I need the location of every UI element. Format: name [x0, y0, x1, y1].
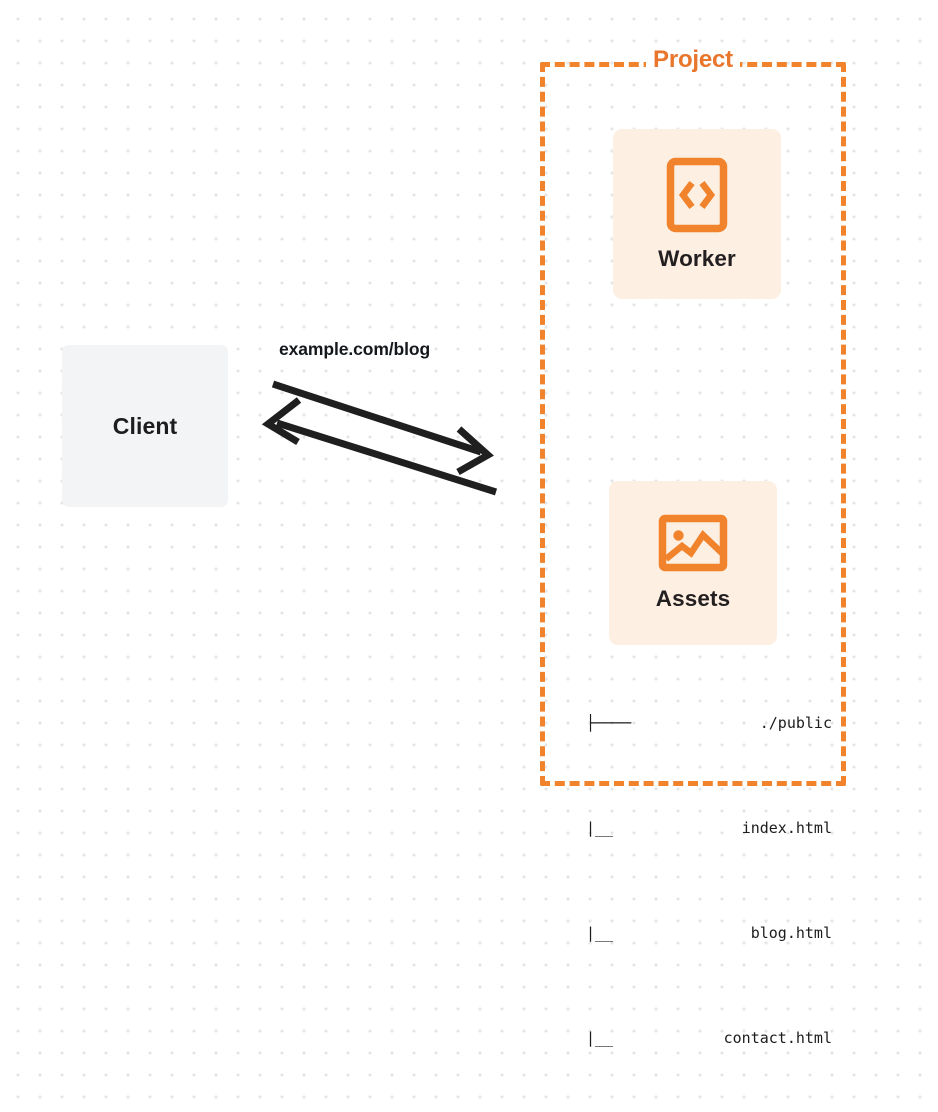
- tree-file-name: contact.html: [723, 1029, 832, 1047]
- assets-label: Assets: [655, 586, 731, 611]
- tree-branch: ├────: [586, 714, 632, 732]
- client-node[interactable]: Client: [62, 345, 228, 507]
- connection-label: example.com/blog: [279, 339, 431, 359]
- tree-row: |__ blog.html: [586, 902, 832, 965]
- worker-label: Worker: [658, 245, 736, 271]
- client-label: Client: [112, 412, 178, 439]
- assets-file-tree: ├──── ./public |__ index.html |__ blog.html…: [586, 650, 832, 1112]
- code-brackets-icon: [666, 157, 728, 232]
- arrow-right-icon: [271, 380, 494, 476]
- tree-branch: |__: [586, 819, 614, 837]
- tree-branch: |__: [586, 1029, 614, 1047]
- tree-row: |__ contact.html: [586, 1007, 832, 1070]
- arrow-left-icon: [261, 397, 498, 496]
- diagram-canvas: Client example.com/blog Project Worker: [62, 46, 846, 1047]
- tree-row: |__ index.html: [586, 797, 832, 860]
- image-icon: [658, 514, 728, 572]
- tree-file-name: ./public: [759, 714, 832, 732]
- tree-branch: |__: [586, 924, 614, 942]
- project-group: Project Worker Assets ├──── ./public: [540, 46, 846, 1047]
- worker-card[interactable]: Worker: [613, 129, 781, 299]
- assets-card[interactable]: Assets: [609, 481, 777, 645]
- project-title: Project: [646, 46, 740, 74]
- tree-row: ├──── ./public: [586, 692, 832, 755]
- tree-file-name: index.html: [741, 819, 832, 837]
- tree-file-name: blog.html: [750, 924, 832, 942]
